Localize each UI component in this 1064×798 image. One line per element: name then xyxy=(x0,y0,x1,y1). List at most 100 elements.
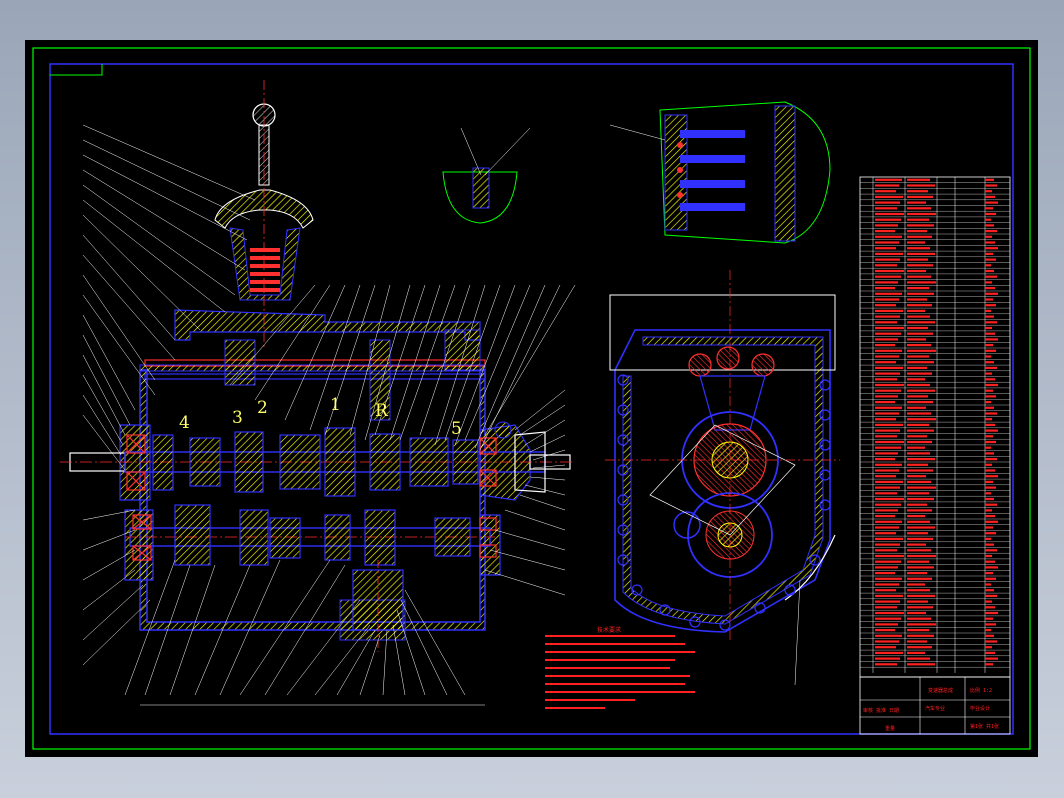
cad-drawing-canvas: 4 3 2 1 R 5 xyxy=(32,47,1031,750)
housing-top-wall xyxy=(139,364,486,372)
parts-table-entry xyxy=(875,412,899,415)
parts-table-entry xyxy=(985,401,991,404)
parts-table-entry xyxy=(985,207,993,210)
parts-table-entry xyxy=(907,611,926,615)
drawing-sheet: 4 3 2 1 R 5 xyxy=(25,40,1038,757)
leader-lines-top xyxy=(229,284,576,451)
parts-table-entry xyxy=(985,600,992,603)
title-cell-b: 比例 1:2 xyxy=(970,687,992,694)
parts-table-entry xyxy=(985,435,993,438)
parts-table-entry xyxy=(985,406,994,409)
parts-table-entry xyxy=(875,321,897,324)
parts-table-entry xyxy=(985,321,997,324)
parts-table-entry xyxy=(985,492,991,495)
parts-table-entry xyxy=(985,566,998,569)
parts-table-entry xyxy=(907,378,925,381)
parts-table-entry xyxy=(875,230,895,233)
parts-table-entry xyxy=(985,212,996,216)
parts-table-entry xyxy=(985,469,995,472)
parts-table-entry xyxy=(985,611,998,615)
parts-table-entry xyxy=(985,326,992,330)
parts-table-entry xyxy=(875,663,897,666)
parts-table-entry xyxy=(907,195,933,198)
parts-table-entry xyxy=(907,241,925,244)
notes-title: 技术要求 xyxy=(597,626,621,634)
parts-table-entry xyxy=(907,418,936,421)
parts-table-entry xyxy=(875,218,901,221)
parts-table-entry xyxy=(907,463,928,466)
parts-table-entry xyxy=(875,344,895,347)
parts-table-entry xyxy=(875,326,904,330)
parts-table-entry xyxy=(875,195,903,198)
parts-table-entry xyxy=(907,526,935,529)
shift-fork-end xyxy=(699,375,766,431)
parts-table-entry xyxy=(907,480,931,483)
parts-table-entry xyxy=(985,646,992,649)
parts-table-entry xyxy=(985,235,992,238)
selector-rail-2 xyxy=(144,373,486,380)
parts-table-entry xyxy=(875,446,901,449)
parts-table-entry xyxy=(985,395,996,398)
parts-table-entry xyxy=(985,577,996,580)
main-shaft-gears xyxy=(152,427,479,497)
parts-table-entry xyxy=(985,446,991,449)
parts-table-entry xyxy=(907,509,932,512)
parts-table-entry xyxy=(875,212,904,216)
parts-table-entry xyxy=(875,651,903,654)
outer-frame xyxy=(32,47,1031,750)
title-cell-c: 汽车专业 xyxy=(925,705,945,712)
parts-table-entry xyxy=(907,554,936,558)
parts-table-entry xyxy=(907,497,934,501)
parts-table-entry xyxy=(875,640,899,643)
parts-table-entry xyxy=(875,269,904,273)
parts-table-entry xyxy=(985,640,997,643)
parts-table-entry xyxy=(875,389,901,392)
leader-lines-bottom xyxy=(124,559,466,696)
parts-table-entry xyxy=(985,429,998,432)
counter-shaft-gears xyxy=(174,504,471,566)
parts-table-entry xyxy=(985,269,994,273)
end-housing-outer xyxy=(614,329,831,633)
parts-table-entry xyxy=(875,583,899,586)
parts-table-entry xyxy=(985,651,995,654)
parts-table-entry xyxy=(985,423,995,426)
parts-table-entry xyxy=(875,383,904,387)
parts-table-entry xyxy=(907,446,925,449)
section-plane xyxy=(649,424,796,536)
parts-table-entry xyxy=(907,383,930,387)
parts-table-entry xyxy=(907,401,933,404)
drain-plug-arc xyxy=(784,534,836,601)
gear-label-r: R xyxy=(375,401,389,421)
parts-table-entry xyxy=(875,304,896,307)
parts-table-entry xyxy=(875,606,897,609)
parts-table-entry xyxy=(907,429,934,432)
parts-table-entry xyxy=(907,355,929,358)
shift-fork-c xyxy=(444,329,481,371)
parts-table-entry xyxy=(907,600,928,603)
parts-table-entry xyxy=(907,617,931,620)
end-leader xyxy=(794,579,801,686)
title-block: 变速器总成 比例 1:2 汽车专业 毕业设计 第1张 共1张 审核 批准 日期 … xyxy=(859,676,1011,735)
parts-table-entry xyxy=(985,355,991,358)
parts-table-entry xyxy=(985,298,993,301)
parts-table-entry xyxy=(985,440,996,444)
parts-table-entry xyxy=(907,537,933,540)
parts-table-entry xyxy=(875,366,903,369)
parts-table-entry xyxy=(985,178,994,181)
parts-table-entry xyxy=(907,326,928,330)
parts-table-entry xyxy=(907,315,930,318)
parts-table-entry xyxy=(985,344,993,347)
parts-table-entry xyxy=(875,429,900,432)
gear-label-4: 4 xyxy=(179,413,190,433)
parts-table-entry xyxy=(907,634,934,637)
parts-table-entry xyxy=(985,361,994,364)
parts-table-entry xyxy=(985,480,993,483)
parts-table-entry xyxy=(875,577,902,580)
parts-table-entry xyxy=(875,178,902,181)
parts-table-entry xyxy=(875,423,903,426)
parts-table-entry xyxy=(985,315,994,318)
parts-table-entry xyxy=(875,469,899,472)
shift-rail-heads xyxy=(688,346,775,377)
parts-table-entry xyxy=(985,287,995,290)
parts-table-entry xyxy=(907,566,934,569)
